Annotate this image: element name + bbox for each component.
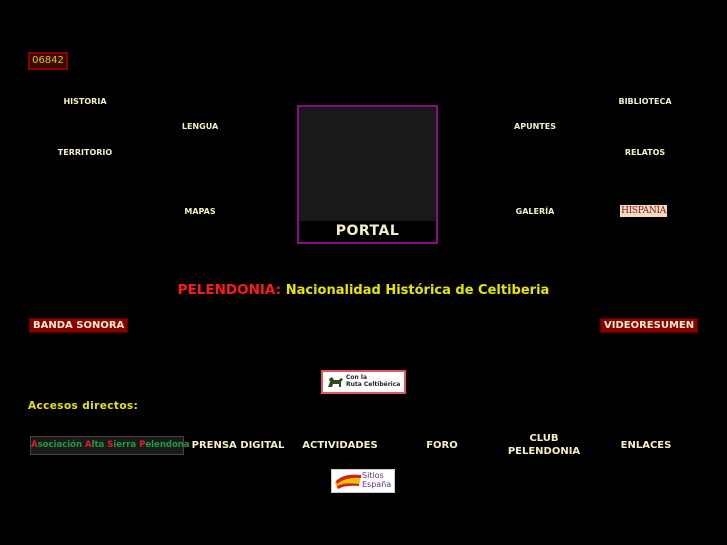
nav-mapas[interactable]: MAPAS — [184, 207, 216, 216]
actividades-link[interactable]: ACTIVIDADES — [302, 440, 378, 451]
hispania-badge[interactable]: HISPANIA — [620, 205, 667, 217]
nav-galeria[interactable]: GALERÍA — [515, 207, 555, 216]
sitios-espana-badge[interactable]: Sitios España — [331, 469, 395, 493]
portal-label: PORTAL — [335, 223, 400, 239]
nav-biblioteca[interactable]: BIBLIOTECA — [618, 97, 672, 106]
asociacion-link[interactable]: Asociación Alta Sierra Pelendona — [30, 436, 190, 455]
portal-link[interactable]: PORTAL — [297, 105, 438, 244]
accesos-heading: Accesos directos: — [28, 400, 139, 412]
title-prefix: PELENDONIA: — [177, 282, 282, 298]
nav-historia[interactable]: HISTORIA — [63, 97, 107, 106]
foro-link[interactable]: FORO — [426, 440, 458, 451]
ruta-celtiberica-badge[interactable]: Con la Ruta Celtibérica — [321, 370, 406, 394]
page-title: PELENDONIA: Nacionalidad Histórica de Ce… — [0, 282, 727, 298]
nav-relatos[interactable]: RELATOS — [624, 148, 666, 157]
ruta-text: Con la Ruta Celtibérica — [346, 374, 401, 388]
enlaces-link[interactable]: ENLACES — [620, 440, 672, 451]
portal-image — [299, 107, 436, 221]
sitios-text: Sitios España — [362, 471, 392, 489]
nav-lengua[interactable]: LENGUA — [181, 122, 219, 131]
visit-counter: 06842 — [28, 52, 68, 70]
nav-apuntes[interactable]: APUNTES — [514, 122, 556, 131]
spain-flag-icon — [335, 474, 361, 489]
horse-icon — [328, 377, 343, 387]
title-text: Nacionalidad Histórica de Celtiberia — [285, 283, 550, 298]
banda-sonora-button[interactable]: BANDA SONORA — [29, 318, 129, 333]
prensa-digital-link[interactable]: PRENSA DIGITAL — [191, 440, 285, 451]
club-pelendonia-link[interactable]: CLUB PELENDONIA — [507, 433, 581, 457]
videoresumen-button[interactable]: VIDEORESUMEN — [600, 318, 699, 333]
nav-territorio[interactable]: TERRITORIO — [57, 148, 113, 157]
